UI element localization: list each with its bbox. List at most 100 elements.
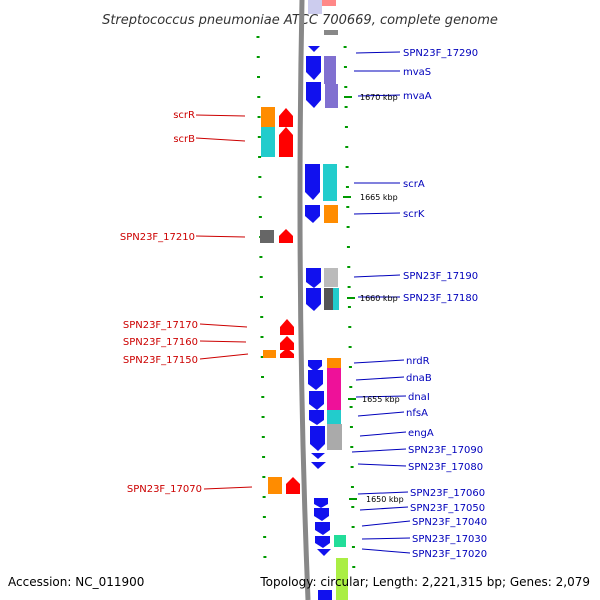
scale-tick-right <box>347 286 351 288</box>
gene-arrow-17290[interactable] <box>308 46 320 52</box>
gene-arrow-17180[interactable] <box>306 288 321 311</box>
gene-label-scrr[interactable]: scrR <box>173 110 195 121</box>
scale-tick-right <box>348 326 352 328</box>
leader-17090 <box>351 448 407 453</box>
block-17030 <box>334 535 346 547</box>
gene-label-17170[interactable]: SPN23F_17170 <box>123 320 198 331</box>
scale-tick-left <box>262 496 266 498</box>
scale-tick-left <box>256 36 260 38</box>
gene-arrow-scrb[interactable] <box>279 127 293 157</box>
leader-scrb <box>195 137 246 142</box>
scale-tick-left <box>261 416 265 418</box>
gene-label-17090[interactable]: SPN23F_17090 <box>408 445 483 456</box>
topology-text: Topology: circular; Length: 2,221,315 bp… <box>259 575 590 589</box>
gene-label-nfsa[interactable]: nfsA <box>406 408 428 419</box>
gene-arrow-17170[interactable] <box>280 319 294 335</box>
scale-tick-left <box>262 476 266 478</box>
gene-arrow-17160[interactable] <box>280 336 294 350</box>
gene-label-17050[interactable]: SPN23F_17050 <box>410 503 485 514</box>
block-scrr <box>261 107 275 127</box>
gene-label-scra[interactable]: scrA <box>403 179 425 190</box>
gene-arrow-17030[interactable] <box>315 536 330 548</box>
reverse-strand-genes <box>305 0 332 600</box>
gene-arrow-scra[interactable] <box>305 164 320 200</box>
gene-label-17180[interactable]: SPN23F_17180 <box>403 293 478 304</box>
scale-tick-left <box>261 396 265 398</box>
gene-label-dnai[interactable]: dnaI <box>408 392 430 403</box>
gene-label-17210[interactable]: SPN23F_17210 <box>120 232 195 243</box>
gene-arrow-scrk[interactable] <box>305 205 320 223</box>
gene-label-17070[interactable]: SPN23F_17070 <box>127 484 202 495</box>
gene-arrow-edge-bottom[interactable] <box>318 590 332 600</box>
block-edge-top-grey <box>324 30 338 35</box>
leader-nfsa <box>357 411 405 417</box>
scale-tick-left <box>258 216 262 218</box>
gene-label-scrb[interactable]: scrB <box>173 134 195 145</box>
block-dnab-dnai <box>327 368 341 410</box>
gene-arrow-edge-top[interactable] <box>308 0 322 14</box>
block-edge-top-red <box>322 0 336 6</box>
gene-label-enga[interactable]: engA <box>408 428 434 439</box>
scale-label-1660: 1660 kbp <box>360 294 398 303</box>
gene-arrow-scrr[interactable] <box>279 108 293 127</box>
gene-arrow-enga[interactable] <box>310 426 325 451</box>
gene-arrow-17040[interactable] <box>315 522 330 535</box>
gene-arrow-dnab[interactable] <box>308 370 323 390</box>
gene-arrow-dnai[interactable] <box>309 391 324 410</box>
gene-label-17290[interactable]: SPN23F_17290 <box>403 48 478 59</box>
block-17190 <box>324 268 338 287</box>
gene-label-mvas[interactable]: mvaS <box>403 67 431 78</box>
accession-text: Accession: NC_011900 <box>8 575 144 589</box>
gene-label-17080[interactable]: SPN23F_17080 <box>408 462 483 473</box>
gene-arrow-17020[interactable] <box>317 549 331 556</box>
gene-arrow-17080[interactable] <box>311 462 326 469</box>
gene-label-17020[interactable]: SPN23F_17020 <box>412 549 487 560</box>
gene-arrow-17210[interactable] <box>279 229 293 243</box>
scale-tick-right <box>345 186 349 188</box>
scale-tick-right <box>350 446 354 448</box>
gene-label-17190[interactable]: SPN23F_17190 <box>403 271 478 282</box>
scale-tick-left <box>259 296 263 298</box>
gene-arrow-nrdr[interactable] <box>308 360 322 372</box>
scale-tick-right <box>351 526 355 528</box>
gene-label-17060[interactable]: SPN23F_17060 <box>410 488 485 499</box>
scale-tick-right <box>343 46 347 48</box>
gene-arrow-nfsa[interactable] <box>309 410 324 425</box>
gene-arrow-17150[interactable] <box>280 348 294 358</box>
leader-dnab <box>355 376 405 381</box>
leader-17040 <box>361 520 411 527</box>
scale-tick-right <box>344 86 348 88</box>
gene-label-17040[interactable]: SPN23F_17040 <box>412 517 487 528</box>
leader-17190 <box>353 274 401 278</box>
gene-arrow-17060[interactable] <box>314 498 328 508</box>
scale-label-1650: 1650 kbp <box>366 495 404 504</box>
block-nfsa <box>327 410 341 424</box>
gene-arrow-17190[interactable] <box>306 268 321 288</box>
gene-label-nrdr[interactable]: nrdR <box>406 356 430 367</box>
reverse-strand-blocks <box>322 0 348 600</box>
scale-tick-right <box>349 386 353 388</box>
gene-arrow-mvaa[interactable] <box>306 82 321 108</box>
scale-tick-left <box>259 276 263 278</box>
gene-arrow-17050[interactable] <box>314 508 329 521</box>
block-scra <box>323 164 337 201</box>
scale-tick-left <box>260 336 264 338</box>
gene-arrow-17070[interactable] <box>286 477 300 494</box>
gene-label-scrk[interactable]: scrK <box>403 209 425 220</box>
leader-17060 <box>357 491 409 495</box>
scale-marker-1650 <box>349 498 357 500</box>
scale-tick-right <box>346 246 350 248</box>
scale-tick-right <box>347 306 351 308</box>
gene-label-17150[interactable]: SPN23F_17150 <box>123 355 198 366</box>
scale-tick-left <box>261 436 265 438</box>
gene-arrow-mvas[interactable] <box>306 56 321 80</box>
scale-tick-right <box>343 66 347 68</box>
gene-label-17030[interactable]: SPN23F_17030 <box>412 534 487 545</box>
gene-label-dnab[interactable]: dnaB <box>406 373 432 384</box>
scale-tick-left <box>258 176 262 178</box>
scale-tick-left <box>257 116 261 118</box>
leader-17070 <box>203 486 253 490</box>
gene-label-mvaa[interactable]: mvaA <box>403 91 432 102</box>
gene-label-17160[interactable]: SPN23F_17160 <box>123 337 198 348</box>
gene-arrow-17090[interactable] <box>311 453 325 459</box>
